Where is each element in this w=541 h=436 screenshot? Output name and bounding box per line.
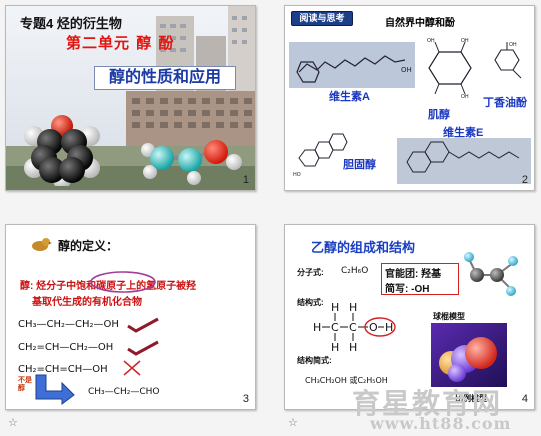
slide-2-thumbnail[interactable]: 阅读与思考 自然界中醇和酚 OH OH OH OH OH 维生素A 肌醇 丁香油…: [284, 5, 535, 191]
inositol-structure-image: OH OH OH: [423, 36, 477, 98]
highlight-ellipse: [90, 271, 156, 293]
label-eugenol: 丁香油酚: [483, 97, 527, 109]
svg-text:C: C: [349, 321, 357, 334]
functional-group-name: 官能团: 羟基: [385, 269, 442, 280]
city-background-image: [6, 6, 255, 190]
slide-4-thumbnail[interactable]: 乙醇的组成和结构 分子式: C₂H₆O 官能团: 羟基 简写: -OH 结构式:…: [284, 224, 535, 410]
side-note: 不是醇: [18, 377, 32, 392]
slide-3-number: 3: [242, 393, 249, 405]
ball-stick-label: 球棍模型: [433, 312, 465, 321]
check-mark-icon: [127, 317, 159, 333]
cross-mark-icon: [123, 360, 141, 376]
slide-3-thumbnail[interactable]: 醇的定义： 醇: 烃分子中饱和碳原子上的氢原子被羟 基取代生成的有机化合物 CH…: [5, 224, 256, 410]
vitamin-a-structure-image: OH: [289, 42, 415, 88]
star-icon: ☆: [8, 416, 18, 429]
svg-text:OH: OH: [461, 94, 469, 98]
functional-group-short: 简写: -OH: [385, 284, 430, 295]
slide-1-subtitle: 醇的性质和应用: [94, 66, 236, 90]
vitamin-e-structure-image: [397, 138, 531, 184]
svg-text:OH: OH: [461, 38, 469, 44]
functional-group-box: 官能团: 羟基 简写: -OH: [381, 263, 459, 295]
label-cholesterol: 胆固醇: [343, 159, 376, 171]
ethanol-ball-stick-model: [141, 140, 242, 185]
cholesterol-structure-image: HO: [293, 118, 351, 180]
bird-icon: [32, 238, 52, 251]
slide-1-topic: 专题4 烃的衍生物: [20, 16, 122, 31]
label-vitamin-e: 维生素E: [443, 127, 484, 139]
svg-text:H: H: [349, 301, 357, 314]
slide-2-heading: 自然界中醇和酚: [385, 18, 455, 29]
svg-text:H: H: [331, 341, 339, 354]
formula-allyl-alcohol: CH₂=CH—CH₂—OH: [18, 342, 114, 353]
slide-4-number: 4: [521, 393, 528, 405]
svg-text:OH: OH: [401, 66, 412, 74]
ethanol-ball-stick-model: [464, 252, 518, 296]
slide-1-unit-title: 第二单元 醇 酚: [66, 34, 175, 52]
slide-1-thumbnail[interactable]: 专题4 烃的衍生物 第二单元 醇 酚 醇的性质和应用: [5, 5, 256, 191]
definition-lead: 醇:: [20, 281, 34, 292]
blue-arrow-icon: [35, 374, 75, 405]
definition-text-2: 基取代生成的有机化合物: [32, 297, 142, 308]
ethanol-space-filling-model: [431, 323, 507, 387]
slide-2-badge: 阅读与思考: [291, 11, 353, 26]
definition-line-1: 醇: 烃分子中饱和碳原子上的氢原子被羟: [20, 277, 196, 292]
svg-text:H: H: [349, 341, 357, 354]
watermark-url: www.ht88.com: [370, 414, 512, 433]
eugenol-structure-image: OH: [485, 40, 531, 84]
formula-propanal: CH₃—CH₂—CHO: [88, 387, 160, 397]
star-icon: ☆: [288, 416, 298, 429]
slide-3-title: 醇的定义：: [58, 239, 119, 253]
slide-1-number: 1: [242, 174, 249, 186]
svg-text:O: O: [369, 321, 378, 334]
structural-formula-label: 结构式:: [297, 298, 324, 307]
svg-text:C: C: [331, 321, 339, 334]
molecular-formula-value: C₂H₆O: [341, 266, 369, 276]
slide-2-number: 2: [521, 174, 528, 186]
svg-text:H: H: [313, 321, 321, 334]
svg-text:OH: OH: [509, 42, 517, 48]
svg-text:H: H: [331, 301, 339, 314]
phenol-space-filling-model: [24, 115, 100, 186]
watermark-text: 育星教育网: [352, 387, 503, 420]
slide-4-title: 乙醇的组成和结构: [311, 240, 416, 255]
svg-text:H: H: [385, 321, 393, 334]
svg-text:OH: OH: [427, 38, 435, 44]
molecular-formula-label: 分子式:: [297, 268, 324, 277]
simplified-formula-value: CH₃CH₂OH 或C₂H₅OH: [305, 376, 388, 385]
formula-propanol: CH₃—CH₂—CH₂—OH: [18, 319, 119, 330]
label-vitamin-a: 维生素A: [329, 91, 370, 103]
svg-text:HO: HO: [293, 172, 301, 178]
formula-enol: CH₂=CH=CH—OH: [18, 364, 108, 375]
label-inositol: 肌醇: [428, 109, 450, 121]
definition-text-1: 烃分子中饱和碳原子上的氢原子被羟: [36, 281, 197, 292]
space-filling-label: 比例模型: [455, 394, 487, 403]
simplified-formula-label: 结构简式:: [297, 356, 332, 365]
check-mark-icon: [127, 340, 159, 356]
